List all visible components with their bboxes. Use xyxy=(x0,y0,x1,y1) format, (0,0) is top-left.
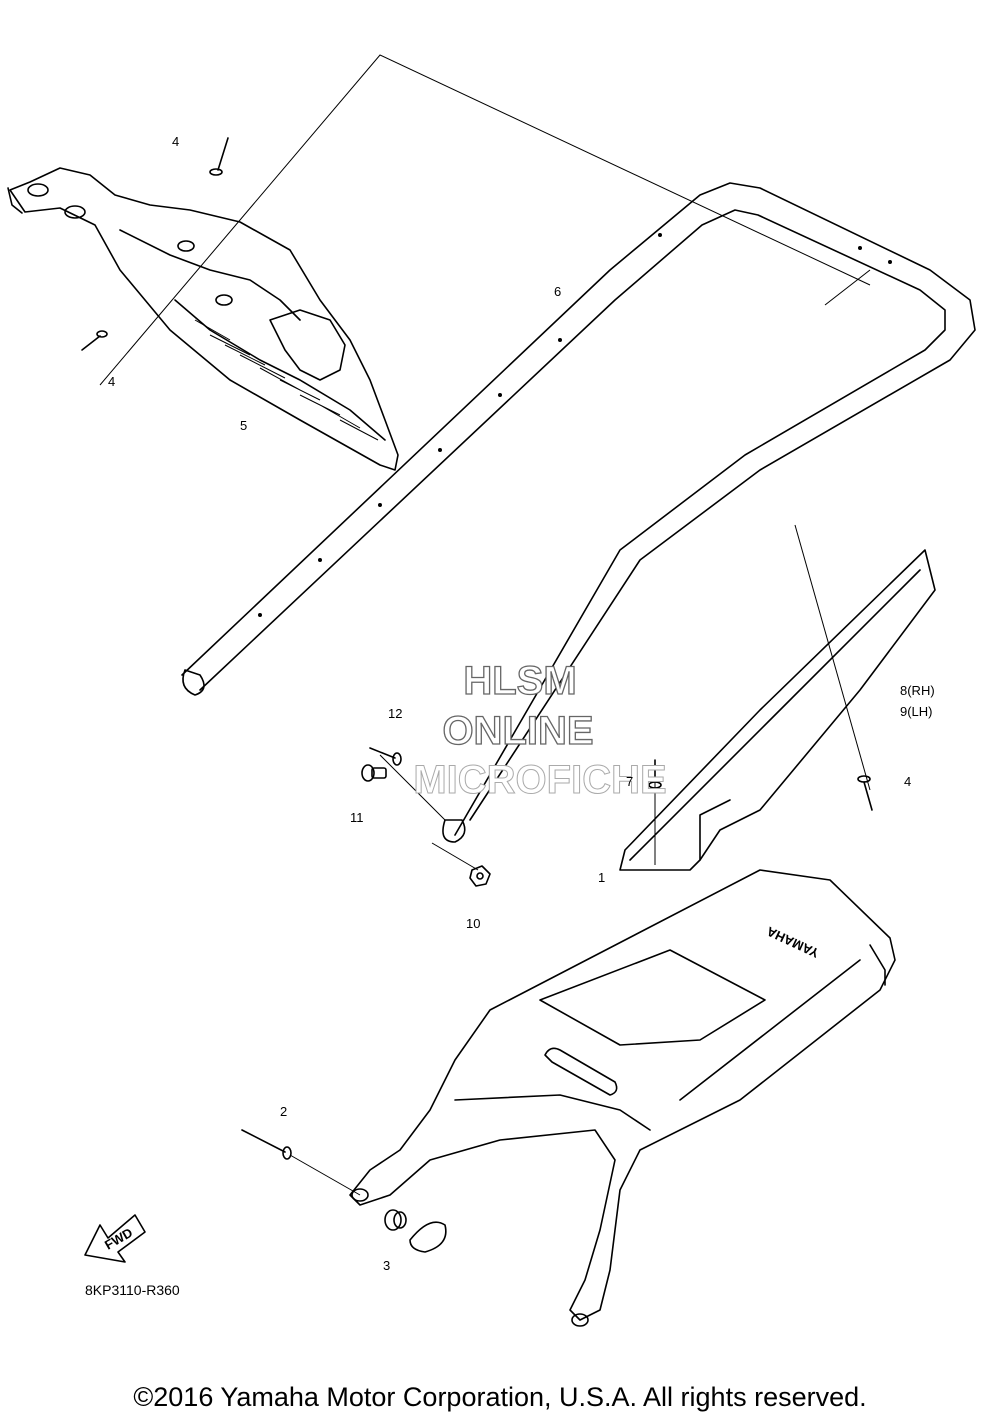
watermark: HLSM ONLINE MICROFICHE xyxy=(413,658,667,802)
rivet-part-2 xyxy=(241,1129,292,1160)
collar-part-11 xyxy=(361,764,387,782)
watermark-line3: MICROFICHE xyxy=(413,758,666,802)
rear-bracket-part-5 xyxy=(7,167,399,471)
callout-10: 10 xyxy=(466,916,480,931)
callout-11: 11 xyxy=(350,810,364,825)
callout-9: 9(LH) xyxy=(900,704,933,719)
callout-7: 7 xyxy=(626,774,633,789)
fwd-label: FWD xyxy=(102,1225,135,1253)
callout-12: 12 xyxy=(388,706,402,721)
callout-6: 6 xyxy=(554,284,561,299)
grommet-part-3 xyxy=(384,1209,447,1253)
seat-part-1: YAMAHA xyxy=(349,869,896,1327)
copyright-notice: ©2016 Yamaha Motor Corporation, U.S.A. A… xyxy=(133,1382,866,1412)
grab-bar-part-6 xyxy=(181,182,976,843)
diagram-code: 8KP3110-R360 xyxy=(85,1282,180,1298)
callout-4-left: 4 xyxy=(108,374,115,389)
rivet-part-4-top xyxy=(209,137,229,176)
reference-lines xyxy=(99,54,871,1196)
callout-1: 1 xyxy=(598,870,605,885)
callout-4-right: 4 xyxy=(904,774,911,789)
callout-3: 3 xyxy=(383,1258,390,1273)
side-cover-part-8-9 xyxy=(619,549,936,871)
grab-bar-holes xyxy=(258,233,892,617)
callout-8: 8(RH) xyxy=(900,683,935,698)
nut-part-10 xyxy=(469,865,491,887)
callout-labels: 1 2 3 4 4 4 5 6 7 8(RH) 9(LH) 10 11 12 xyxy=(108,134,935,1273)
callout-5: 5 xyxy=(240,418,247,433)
fwd-arrow-icon: FWD xyxy=(84,1214,146,1263)
rivet-part-7 xyxy=(648,759,662,789)
seat-brand-text: YAMAHA xyxy=(764,923,822,960)
callout-2: 2 xyxy=(280,1104,287,1119)
rivet-part-4-right xyxy=(857,775,873,811)
rivet-part-4-left xyxy=(81,330,108,351)
watermark-line2: ONLINE xyxy=(442,709,593,753)
callout-4-top: 4 xyxy=(172,134,179,149)
watermark-line1: HLSM xyxy=(463,659,576,703)
rivet-part-12 xyxy=(369,747,402,766)
